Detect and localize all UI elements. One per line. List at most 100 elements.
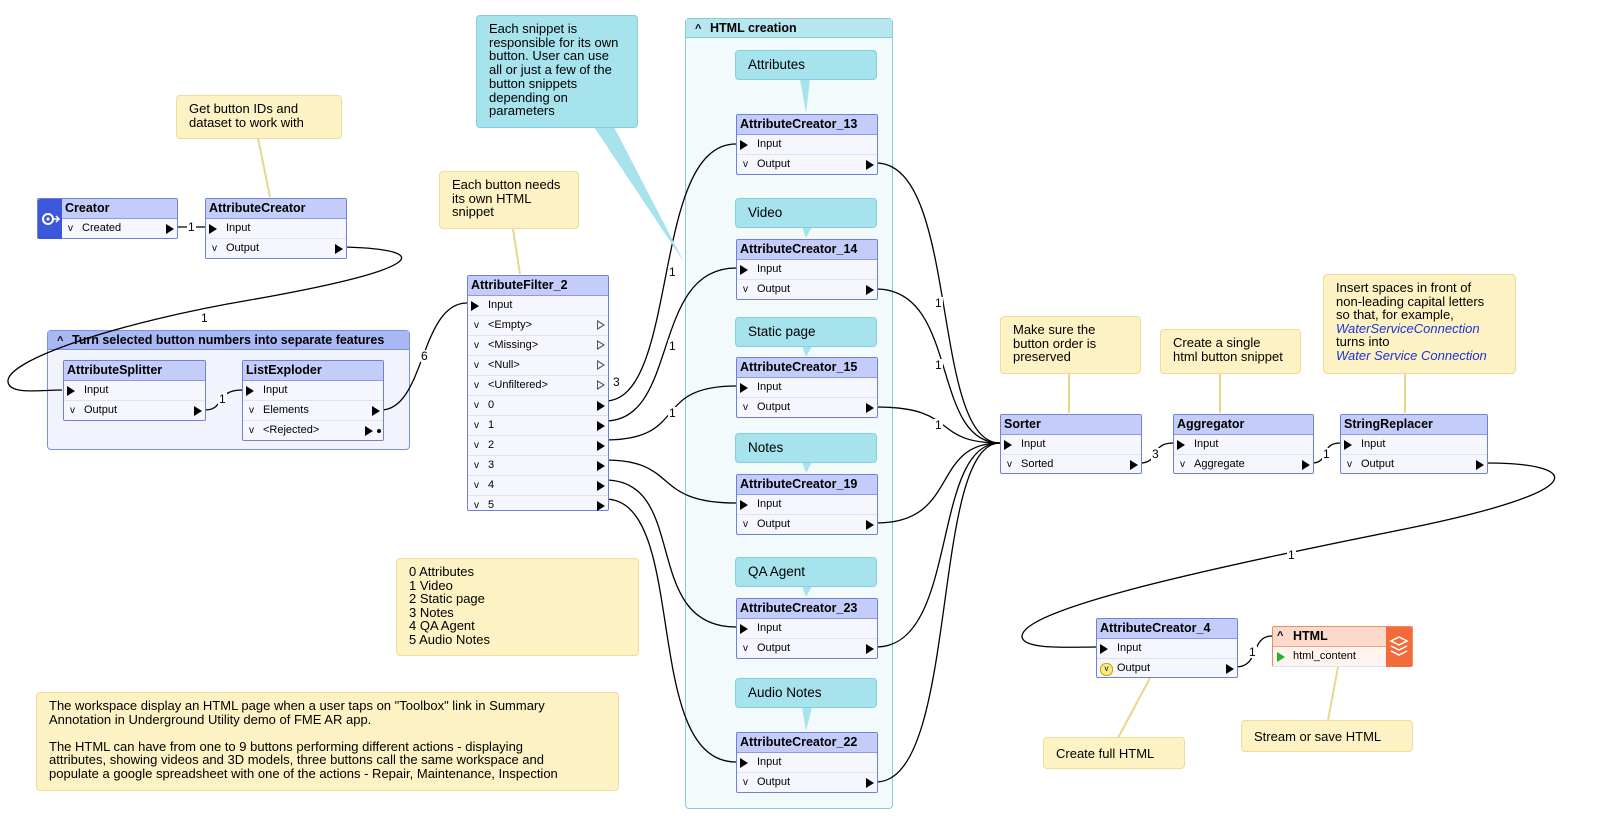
chevron-down-icon: v (474, 480, 479, 491)
port-label: Output (1361, 458, 1395, 470)
port-label: Sorted (1021, 458, 1054, 470)
connection (604, 459, 737, 504)
port-label: Input (757, 498, 782, 510)
port-label: 1 (488, 419, 495, 431)
chevron-down-icon: v (743, 402, 748, 413)
input-port[interactable]: Input (1341, 435, 1487, 455)
chevron-down-icon: v (743, 284, 748, 295)
connection (875, 442, 1001, 648)
port-label: <Rejected> (263, 424, 320, 436)
note-workspace-description: The workspace display an HTML page when … (36, 692, 619, 791)
transformer-attributefilter[interactable]: AttributeFilter_2 Input v<Empty> v<Missi… (467, 275, 609, 511)
input-port[interactable]: Input (737, 495, 877, 515)
unconnected-output-icon (597, 380, 605, 390)
input-port[interactable]: Input (737, 378, 877, 398)
input-arrow-icon (740, 624, 748, 634)
input-port[interactable]: Input (737, 135, 877, 155)
port-label: Input (757, 381, 782, 393)
output-arrow-icon (597, 481, 605, 491)
input-port[interactable]: Input (1174, 435, 1313, 455)
output-arrow-icon (166, 224, 174, 234)
port-label: Input (1117, 642, 1142, 654)
tag-static-page: Static page (735, 317, 877, 347)
input-port[interactable]: Input (737, 619, 877, 639)
collapse-caret-icon[interactable]: ^ (57, 335, 64, 347)
output-port-null[interactable]: v<Null> (468, 356, 608, 376)
input-port[interactable]: Input (737, 260, 877, 280)
chevron-down-icon: v (474, 440, 479, 451)
chevron-down-icon: v (743, 159, 748, 170)
input-port[interactable]: Input (1097, 639, 1237, 659)
chevron-down-icon: v (474, 320, 479, 331)
collapse-caret-icon[interactable]: ^ (695, 23, 702, 35)
output-arrow-icon (597, 441, 605, 451)
collapse-caret-icon[interactable]: ^ (1277, 630, 1284, 642)
transformer-title: AttributeCreator_14 (737, 240, 877, 260)
connection (875, 442, 1001, 783)
input-port[interactable]: Input (737, 753, 877, 773)
connection-count: 1 (934, 418, 943, 432)
port-label: 3 (488, 459, 495, 471)
input-port[interactable]: Input (243, 381, 383, 401)
output-port-unfiltered[interactable]: v<Unfiltered> (468, 376, 608, 396)
connection-count: 6 (420, 349, 429, 363)
writer-html[interactable]: ^HTML html_content (1272, 626, 1413, 667)
port-label: Input (757, 756, 782, 768)
connection (875, 288, 1001, 444)
input-port[interactable]: Input (1001, 435, 1141, 455)
chevron-down-icon: v (249, 405, 254, 416)
input-port[interactable]: Input (64, 381, 205, 401)
port-label: Output (757, 518, 791, 530)
output-port-empty[interactable]: v<Empty> (468, 316, 608, 336)
connection (604, 498, 737, 763)
connection (1021, 462, 1556, 648)
output-port-missing[interactable]: v<Missing> (468, 336, 608, 356)
port-label: Input (263, 384, 288, 396)
tag-audio-notes: Audio Notes (735, 678, 877, 708)
connection-count: 1 (934, 296, 943, 310)
input-port[interactable]: Input (468, 296, 608, 316)
feature-type-port[interactable]: html_content (1273, 647, 1412, 667)
output-port-rejected[interactable]: v<Rejected> (243, 421, 383, 440)
connection (7, 246, 403, 392)
input-port[interactable]: Input (206, 219, 346, 239)
connection-count: 1 (668, 265, 677, 279)
